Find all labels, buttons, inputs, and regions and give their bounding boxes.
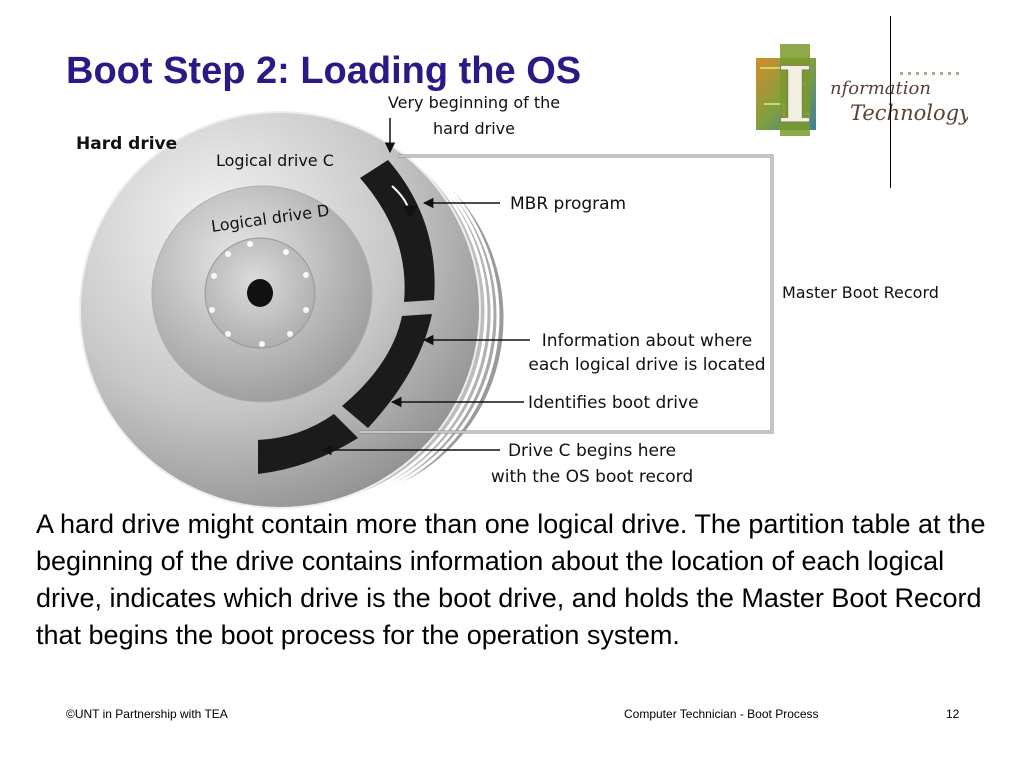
master-boot-record-label: Master Boot Record: [782, 283, 939, 302]
hard-drive-diagram: Hard drive Logical drive C Logical drive…: [76, 93, 939, 509]
partition-table-sector-band: [342, 314, 432, 428]
footer-page-number: 12: [946, 707, 960, 721]
rotation-arrow: [391, 185, 417, 220]
connector-lines: [320, 118, 530, 456]
spindle: [247, 279, 273, 307]
identifies-boot-drive-label: Identifies boot drive: [528, 393, 699, 413]
logo-letter: I: [777, 50, 814, 140]
information-technology-logo: I nformation Technology: [756, 44, 968, 140]
body-paragraph: A hard drive might contain more than one…: [36, 509, 986, 650]
drive-c-begins-label-line1: Drive C begins here: [508, 441, 676, 461]
logical-drive-c-label: Logical drive C: [216, 151, 334, 170]
footer-course-title: Computer Technician - Boot Process: [624, 707, 819, 721]
info-where-label-line2: each logical drive is located: [528, 355, 765, 375]
header-divider: [890, 16, 891, 188]
drive-c-begins-label-line2: with the OS boot record: [491, 467, 693, 487]
logo-line2: Technology: [850, 101, 968, 125]
logo-line1: nformation: [830, 78, 931, 99]
mbr-program-label: MBR program: [510, 194, 626, 214]
very-beginning-label-line2: hard drive: [433, 119, 515, 138]
very-beginning-label-line1: Very beginning of the: [388, 93, 560, 112]
drive-c-sector-band: [258, 414, 358, 474]
footer-copyright: ©UNT in Partnership with TEA: [66, 707, 228, 721]
info-where-label-line1: Information about where: [542, 331, 752, 351]
hard-drive-label: Hard drive: [76, 134, 177, 154]
mbr-sector-band: [360, 160, 435, 302]
slide-title: Boot Step 2: Loading the OS: [66, 50, 582, 92]
hub-holes: [209, 241, 309, 347]
